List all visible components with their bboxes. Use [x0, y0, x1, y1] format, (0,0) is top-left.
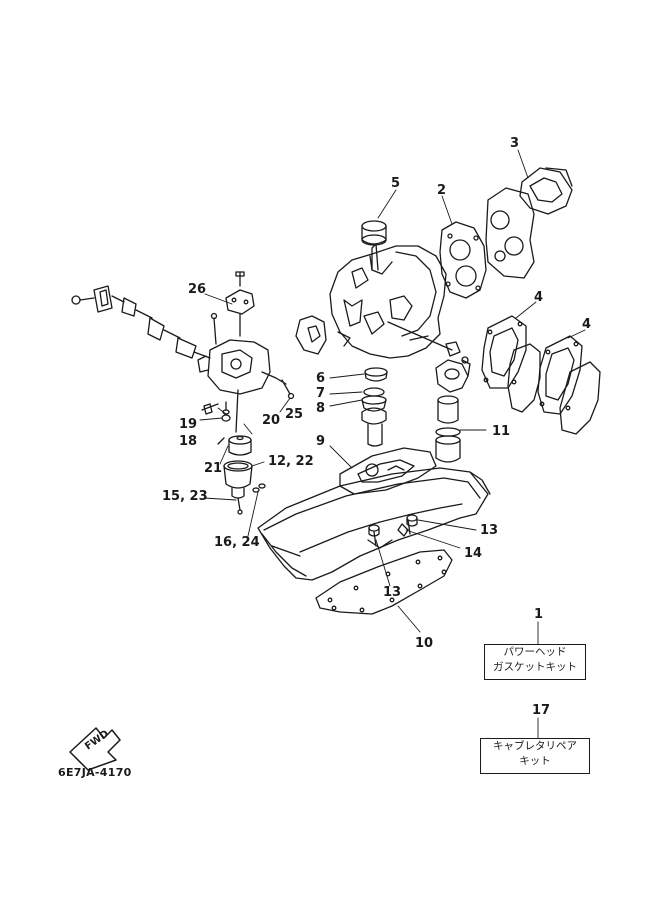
part-20-float [229, 436, 251, 455]
label-part-25: 25 [285, 407, 304, 422]
part-12-22-float-bowl [224, 461, 252, 498]
part-10-lower-gasket [316, 550, 452, 614]
part-5-oil-seal [362, 221, 386, 245]
part-18-washer [222, 415, 230, 421]
carb-jet-needle [223, 390, 238, 432]
part-25-screw [282, 380, 294, 399]
label-part-19: 19 [179, 417, 198, 432]
label-part-8: 8 [316, 401, 326, 416]
label-part-2: 2 [437, 183, 447, 198]
block-bolt [388, 322, 468, 363]
label-part-15-23: 15, 23 [162, 489, 208, 504]
part-4-exhaust-gasket-b [538, 336, 582, 414]
part-14-fitting [398, 524, 408, 536]
label-part-10: 10 [415, 636, 434, 651]
kit-17-line2: キット [519, 755, 551, 767]
part-13-grommet-b [369, 525, 379, 536]
label-part-14: 14 [464, 546, 483, 561]
part-11-thermostat [436, 396, 460, 462]
part-4-exhaust-gasket-a [482, 316, 526, 388]
label-part-1: 1 [534, 607, 544, 622]
label-part-4a: 4 [534, 290, 544, 305]
label-part-12-22: 12, 22 [268, 454, 314, 469]
kit-1-line1: パワーヘッド [503, 646, 567, 658]
label-part-16-24: 16, 24 [214, 535, 260, 550]
kit-17-line1: キャブレタリペア [493, 740, 577, 752]
label-part-26: 26 [188, 282, 207, 297]
part-13-grommet-a [407, 515, 417, 526]
part-4-exhaust-cover-inner [508, 344, 540, 412]
label-part-13b: 13 [383, 585, 402, 600]
parts-6-7-8-seals [362, 368, 387, 411]
part-26-top-cover [212, 290, 255, 344]
leader-lines [200, 150, 585, 738]
label-part-5: 5 [391, 176, 401, 191]
carburetor-body [198, 340, 286, 394]
label-part-13a: 13 [480, 523, 499, 538]
thermostat-cover [436, 360, 470, 392]
part-3-cover-plate [520, 168, 572, 214]
label-part-7: 7 [316, 386, 326, 401]
label-part-18: 18 [179, 434, 198, 449]
part-16-24-plug [253, 484, 265, 492]
label-part-9: 9 [316, 434, 326, 449]
kit-box-carburetor-repair: キャブレタリペア キット [480, 738, 590, 774]
part-3-plate-back [486, 188, 534, 278]
label-part-6: 6 [316, 371, 326, 386]
label-part-21: 21 [204, 461, 223, 476]
label-part-11: 11 [492, 424, 511, 439]
exhaust-guide-plate [258, 468, 490, 580]
label-part-3: 3 [510, 136, 520, 151]
diagram-code: 6E7JA-4170 [58, 766, 132, 779]
part-21-pin [218, 438, 224, 444]
kit-1-line2: ガスケットキット [493, 661, 577, 673]
label-part-20: 20 [262, 413, 281, 428]
carb-top-screw [236, 272, 244, 286]
label-part-4b: 4 [582, 317, 592, 332]
kit-box-powerhead-gasket: パワーヘッド ガスケットキット [484, 644, 586, 680]
fwd-arrow [70, 728, 120, 770]
part-15-23-drain-screw [238, 498, 242, 514]
drive-shaft-housing [362, 408, 386, 446]
part-4-exhaust-outer-cover [560, 362, 600, 434]
cylinder-block [296, 244, 446, 358]
part-19-screw [202, 404, 218, 414]
carburetor-linkage [72, 286, 210, 358]
label-part-17: 17 [532, 703, 551, 718]
part-2-head-gasket [440, 222, 486, 298]
part-9-gasket [340, 448, 436, 494]
